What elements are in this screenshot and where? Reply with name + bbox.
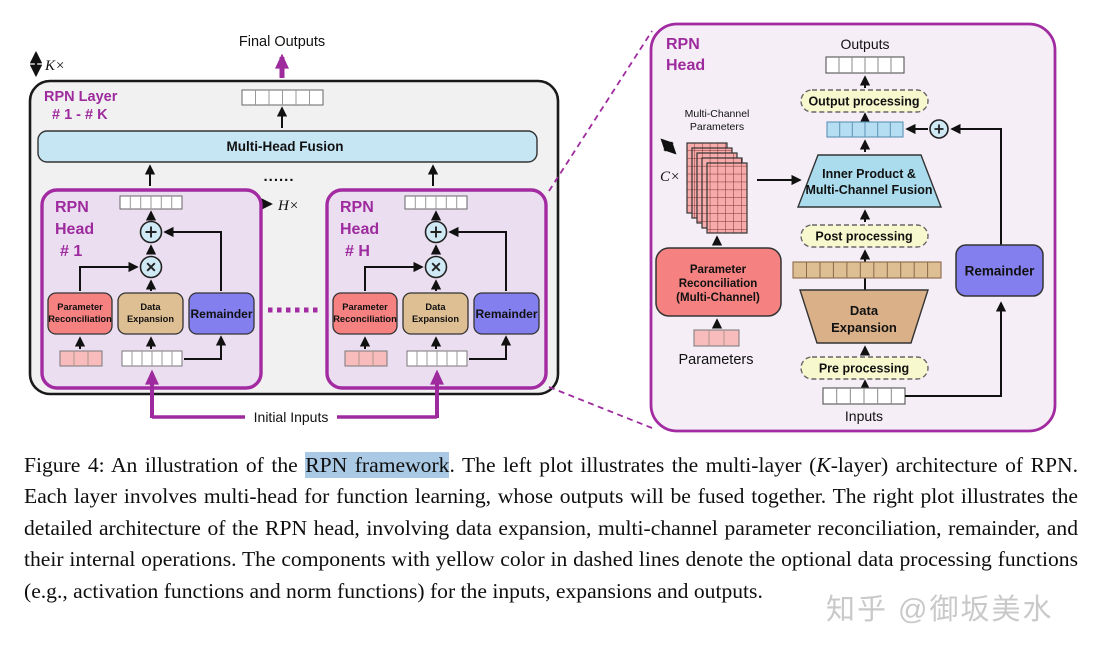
head2-input-cell-array <box>406 350 468 367</box>
pre-processing-label: Pre processing <box>819 362 909 376</box>
rpn-framework-diagram: K× Final Outputs RPN Layer # 1 - # K Mul… <box>28 22 1057 433</box>
post-processing-box <box>800 224 929 248</box>
outputs-cell-array <box>825 56 905 74</box>
head1-data-exp-line1: Data <box>140 302 161 312</box>
final-output-cell-array <box>241 89 324 106</box>
caption-part3: -layer) architecture of RPN. Each layer … <box>24 453 1078 603</box>
head2-data-exp-line1: Data <box>425 302 446 312</box>
zoom-connector-top <box>548 30 653 192</box>
head1-param-rec-line2: Reconciliation <box>48 314 112 324</box>
head2-reconciliation-to-times-arrow <box>364 261 424 291</box>
inputs-cell-array <box>822 387 906 405</box>
head2-output-cell-array <box>404 195 468 210</box>
inputs-to-remainder-arrow <box>905 301 1007 397</box>
mcp-label-line2: Parameters <box>690 121 744 133</box>
rpn-head-detail-panel: RPN Head Outputs Output processing Multi… <box>649 22 1057 433</box>
head1-plus-glyph <box>145 226 157 238</box>
fused-cell-array <box>826 121 904 138</box>
post-processing-label: Post processing <box>815 230 912 244</box>
heads-ellipsis: ...... <box>263 168 294 185</box>
detail-parameter-reconciliation-box <box>655 247 782 317</box>
remainder-to-plus-arrow <box>950 123 1002 245</box>
head1-title-line2: Head <box>55 221 94 238</box>
head2-param-rec-line2: Reconciliation <box>333 314 397 324</box>
h-multiplier-label: H× <box>277 198 299 214</box>
k-multiplier-label: K× <box>44 58 65 74</box>
head2-parameter-cell-array <box>344 350 388 367</box>
detail-param-rec-line2: Reconciliation <box>679 278 758 290</box>
caption-k-variable: K <box>816 453 831 477</box>
detail-param-rec-line1: Parameter <box>690 264 747 276</box>
caption-part1: Figure 4: An illustration of the <box>24 453 306 477</box>
detail-param-rec-line3: (Multi-Channel) <box>676 292 760 304</box>
multi-head-fusion-label: Multi-Head Fusion <box>227 139 344 154</box>
expanded-cell-array <box>792 261 942 279</box>
figure-caption: Figure 4: An illustration of the RPN fra… <box>24 450 1078 607</box>
output-processing-box <box>800 89 929 113</box>
initial-inputs-connector <box>152 373 437 419</box>
head1-parameter-reconciliation-box <box>47 292 113 335</box>
pre-processing-box <box>800 356 929 380</box>
head1-title-line1: RPN <box>55 199 89 216</box>
head2-plus-glyph <box>430 226 442 238</box>
detail-plus-glyph <box>934 124 944 134</box>
head1-parameter-cell-array <box>59 350 103 367</box>
head2-param-rec-line1: Parameter <box>342 302 388 312</box>
head1-remainder-to-plus-arrow <box>163 226 222 291</box>
head2-remainder-to-plus-arrow <box>448 226 507 291</box>
head1-data-expansion-box <box>117 292 184 335</box>
rpn-head-h: RPN Head # H Parameter Reconciliation Da… <box>325 188 548 390</box>
head2-remainder-label: Remainder <box>475 307 537 321</box>
head1-remainder-label: Remainder <box>190 307 252 321</box>
head2-parameter-reconciliation-box <box>332 292 398 335</box>
mcp-label-line1: Multi-Channel <box>685 108 750 120</box>
output-processing-label: Output processing <box>808 95 919 109</box>
zoom-connector-bottom <box>548 386 653 429</box>
parameters-label: Parameters <box>679 352 754 368</box>
inner-product-line1: Inner Product & <box>822 167 916 181</box>
caption-highlight: RPN framework <box>305 452 450 478</box>
head1-input-to-remainder-arrow <box>184 335 227 360</box>
data-expansion-trapezoid <box>799 289 929 344</box>
c-times-arrow-icon <box>660 138 677 155</box>
head1-input-cell-array <box>121 350 183 367</box>
inputs-label: Inputs <box>845 408 883 424</box>
head2-remainder-box <box>473 292 540 335</box>
detail-remainder-label: Remainder <box>965 264 1036 279</box>
c-multiplier-label: C× <box>660 169 680 185</box>
head1-reconciliation-to-times-arrow <box>79 261 139 291</box>
head1-title-line3: # 1 <box>60 243 82 260</box>
head1-times-glyph <box>146 262 156 272</box>
head1-data-exp-line2: Expansion <box>127 314 174 324</box>
head2-title-line3: # H <box>345 243 370 260</box>
caption-part2: . The left plot illustrates the multi-la… <box>449 453 817 477</box>
multi-channel-parameter-grids <box>686 142 748 234</box>
inner-product-line2: Multi-Channel Fusion <box>805 183 932 197</box>
head1-remainder-box <box>188 292 255 335</box>
rpn-head-1: RPN Head # 1 Parameter Reconciliation Da… <box>40 188 263 390</box>
initial-inputs-label: Initial Inputs <box>254 409 329 425</box>
head2-data-expansion-box <box>402 292 469 335</box>
head2-data-exp-line2: Expansion <box>412 314 459 324</box>
head1-output-cell-array <box>119 195 183 210</box>
detail-data-exp-line1: Data <box>850 303 879 318</box>
layer-title-line1: RPN Layer <box>44 89 118 105</box>
layer-title-line2: # 1 - # K <box>52 107 108 123</box>
inner-product-fusion-trapezoid <box>796 154 943 208</box>
detail-parameter-cell-array <box>693 329 740 347</box>
multi-head-fusion-bar <box>37 130 538 163</box>
head1-param-rec-line1: Parameter <box>57 302 103 312</box>
detail-remainder-box <box>955 244 1044 297</box>
rpn-layer-panel: K× Final Outputs RPN Layer # 1 - # K Mul… <box>28 34 560 425</box>
outputs-label: Outputs <box>840 36 889 52</box>
final-outputs-label: Final Outputs <box>239 34 325 50</box>
head2-input-to-remainder-arrow <box>469 335 512 360</box>
head2-times-glyph <box>431 262 441 272</box>
detail-title-line2: Head <box>666 57 705 74</box>
detail-title-line1: RPN <box>666 36 700 53</box>
head2-title-line2: Head <box>340 221 379 238</box>
head2-title-line1: RPN <box>340 199 374 216</box>
detail-data-exp-line2: Expansion <box>831 320 897 335</box>
